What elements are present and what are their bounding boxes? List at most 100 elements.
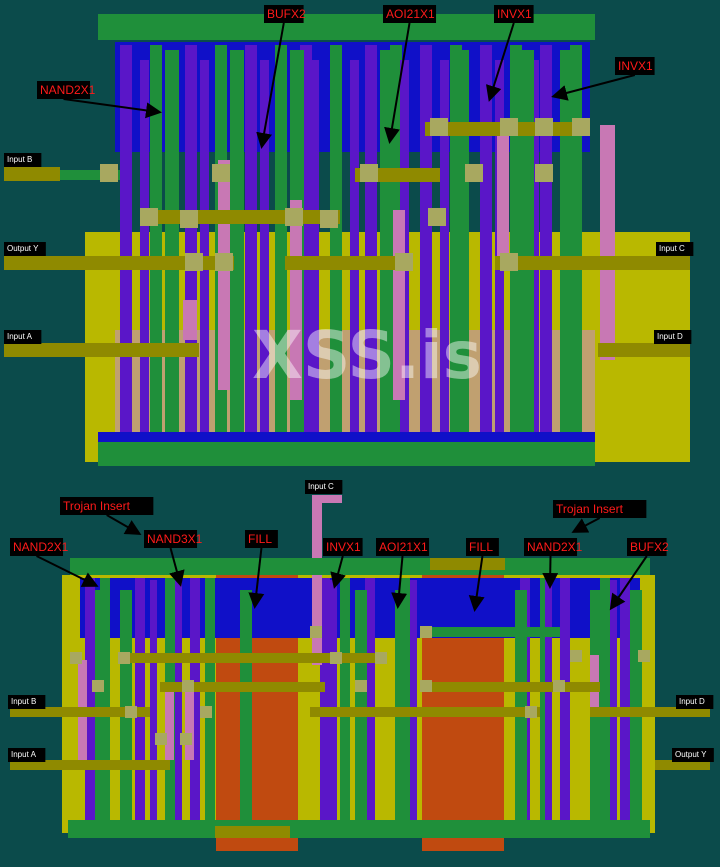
cell-label-nand2x1-text: NAND2X1 xyxy=(527,540,583,554)
via-contact xyxy=(92,680,104,692)
metal-strip xyxy=(420,45,432,440)
metal-strip xyxy=(540,45,552,440)
via-contact xyxy=(430,118,448,136)
metal1-strip xyxy=(455,50,469,440)
label-background xyxy=(305,480,343,494)
via-contact xyxy=(355,680,367,692)
cell-label-aoi21x1-text: AOI21X1 xyxy=(379,540,428,554)
poly-strip xyxy=(290,200,302,400)
pin-output-y-wire xyxy=(4,256,234,270)
label-background xyxy=(376,538,430,556)
label-background xyxy=(245,530,278,548)
watermark-logo: XSS.is xyxy=(252,317,482,394)
arrow-icon xyxy=(330,555,346,589)
pin-output-y-wire xyxy=(655,760,710,770)
metal-strip xyxy=(275,45,287,440)
wire xyxy=(420,627,560,637)
cell-label-bufx2: BUFX2 xyxy=(609,538,669,611)
via-contact xyxy=(310,626,322,638)
arrow-icon xyxy=(551,74,636,101)
cell-label-fill: FILL xyxy=(466,538,499,612)
wire xyxy=(160,682,325,692)
label-background xyxy=(672,748,714,762)
pin-label-input-a-text: Input A xyxy=(7,332,33,341)
metal-strip xyxy=(205,578,215,823)
metal1-strip xyxy=(630,590,642,820)
label-background xyxy=(627,538,667,556)
metal2-strip xyxy=(260,60,269,440)
arrow-icon xyxy=(63,98,162,119)
via-contact xyxy=(420,626,432,638)
via-contact xyxy=(638,650,650,662)
wire xyxy=(60,170,120,180)
label-background xyxy=(4,153,42,167)
arrow-icon xyxy=(256,22,285,149)
via-contact xyxy=(125,706,137,718)
poly-strip xyxy=(312,495,322,665)
via-contact xyxy=(535,118,553,136)
poly-strip xyxy=(183,300,197,340)
pin-label-input-a: Input A xyxy=(4,330,42,344)
pin-input-b-wire xyxy=(4,167,60,181)
pin-input-b-wire xyxy=(10,707,150,717)
metal2-strip xyxy=(350,60,359,440)
cell-label-invx1-text: INVX1 xyxy=(326,540,361,554)
metal1-strip xyxy=(95,590,107,820)
arrow-icon xyxy=(609,555,648,611)
pin-input-d-wire xyxy=(590,707,710,717)
via-contact xyxy=(465,164,483,182)
via-contact xyxy=(155,733,167,745)
label-background xyxy=(264,5,304,23)
metal1-strip xyxy=(230,50,244,440)
pin-label-output-y: Output Y xyxy=(672,748,714,762)
cell-label-invx1-text: INVX1 xyxy=(618,59,653,73)
trojan-insert-label-text: Trojan Insert xyxy=(556,502,624,516)
cell-label-bufx2-text: BUFX2 xyxy=(267,7,306,21)
via-contact xyxy=(185,253,203,271)
vdd-rail xyxy=(70,558,650,575)
pin-label-input-d: Input D xyxy=(654,330,692,344)
arrow-icon xyxy=(542,555,559,589)
metal2-strip xyxy=(175,580,182,820)
cell-label-nand3x1: NAND3X1 xyxy=(144,530,203,587)
rail-edge xyxy=(98,432,595,442)
cell-label-bufx2-text: BUFX2 xyxy=(630,540,669,554)
layout-geometry xyxy=(4,14,710,851)
metal2-strip xyxy=(150,580,157,820)
metal-strip xyxy=(560,578,570,823)
via-contact xyxy=(570,650,582,662)
via-contact xyxy=(180,210,198,228)
label-background xyxy=(323,538,363,556)
metal-strip xyxy=(480,45,492,440)
via-contact xyxy=(320,210,338,228)
label-background xyxy=(37,81,91,99)
wire xyxy=(310,707,540,717)
metal1-strip xyxy=(165,50,179,440)
via-contact xyxy=(215,253,233,271)
cell-label-invx1: INVX1 xyxy=(323,538,363,589)
cell-label-fill-text: FILL xyxy=(248,532,272,546)
gnd-rail xyxy=(98,440,595,466)
pin-label-input-d-text: Input D xyxy=(657,332,683,341)
label-background xyxy=(654,330,692,344)
label-background xyxy=(10,538,64,556)
poly-strip xyxy=(600,125,615,360)
metal-strip xyxy=(320,578,330,823)
cell-label-aoi21x1: AOI21X1 xyxy=(383,5,437,144)
label-background xyxy=(466,538,499,556)
metal2-strip xyxy=(200,60,209,440)
trojan-insert-label: Trojan Insert xyxy=(553,500,647,533)
via-contact xyxy=(285,208,303,226)
via-contact xyxy=(360,164,378,182)
pin-label-input-d: Input D xyxy=(676,695,714,709)
poly-strip xyxy=(497,130,509,260)
label-background xyxy=(524,538,578,556)
metal-strip xyxy=(135,578,145,823)
via-contact xyxy=(330,652,342,664)
metal2-strip xyxy=(140,60,149,440)
cell-label-nand2x1: NAND2X1 xyxy=(524,538,583,589)
cell-label-aoi21x1: AOI21X1 xyxy=(376,538,430,609)
cell-label-nand2x1-text: NAND2X1 xyxy=(13,540,69,554)
metal1-strip xyxy=(515,590,527,820)
pin-label-input-c: Input C xyxy=(656,242,694,256)
